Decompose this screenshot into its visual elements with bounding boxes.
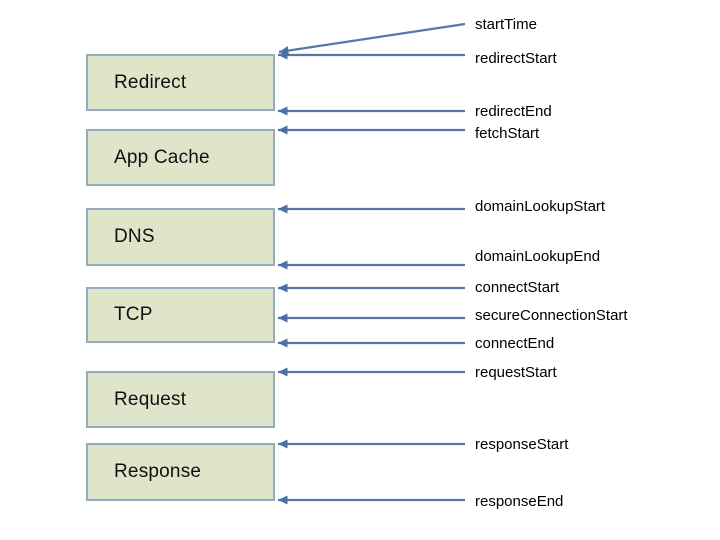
box-request: Request <box>86 371 275 428</box>
box-app-cache: App Cache <box>86 129 275 186</box>
event-label-domain-lookup-end: domainLookupEnd <box>475 248 601 265</box>
box-tcp: TCP <box>86 287 275 343</box>
box-dns: DNS <box>86 208 275 266</box>
event-label-redirect-end: redirectEnd <box>475 103 552 120</box>
event-label-connect-start: connectStart <box>475 279 560 296</box>
box-redirect: Redirect <box>86 54 275 111</box>
event-label-connect-end: connectEnd <box>475 335 555 352</box>
event-label-domain-lookup-start: domainLookupStart <box>475 198 606 215</box>
event-label-start-time: startTime <box>475 16 537 33</box>
event-label-request-start: requestStart <box>475 364 557 381</box>
event-label-response-start: responseStart <box>475 436 569 453</box>
event-label-secure-connection-start: secureConnectionStart <box>475 307 628 324</box>
event-label-fetch-start: fetchStart <box>475 125 540 142</box>
event-label-response-end: responseEnd <box>475 493 564 510</box>
event-label-redirect-start: redirectStart <box>475 50 557 67</box>
arrow-start-time <box>278 22 466 56</box>
box-response: Response <box>86 443 275 501</box>
